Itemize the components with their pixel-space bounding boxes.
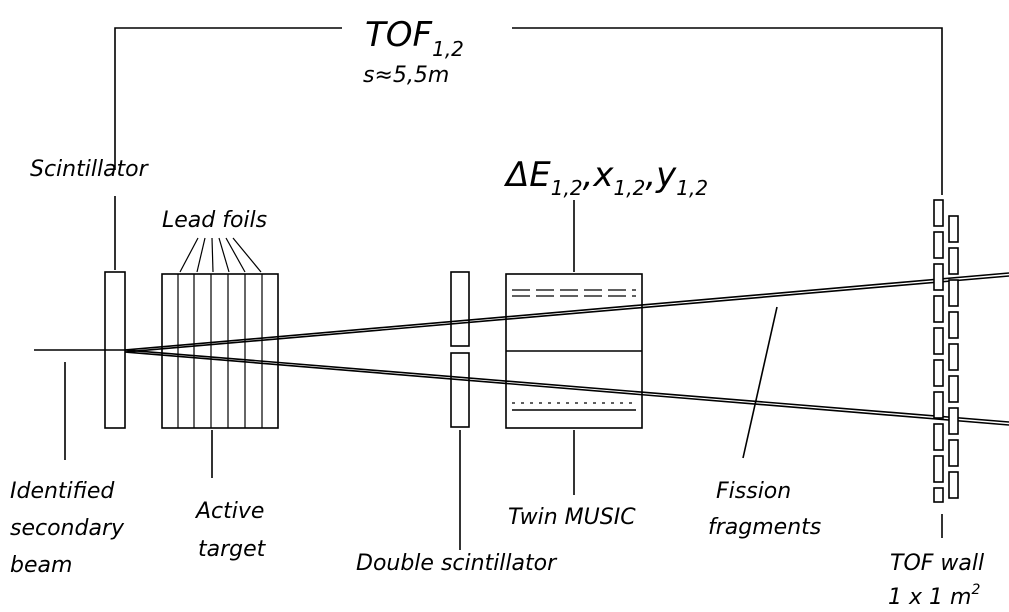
- tof-wall-label: TOF wall: [890, 551, 984, 576]
- beam-label: Identified secondary beam: [10, 479, 131, 578]
- tof-wall: [933, 199, 959, 503]
- fission-fragments-label: Fission fragments: [708, 479, 821, 540]
- active-target-label: Active target: [194, 499, 271, 562]
- fission-fragments-leader: [742, 306, 778, 459]
- double-scintillator-label: Double scintillator: [356, 551, 558, 576]
- scintillator-label: Scintillator: [30, 157, 150, 182]
- twin-music-label: Twin MUSIC: [508, 505, 636, 530]
- tof-wall-size-label: 1 x 1 m2: [888, 582, 980, 610]
- energy-loss-label: ΔE1,2,x1,2,y1,2: [503, 155, 708, 200]
- active-target: [161, 273, 279, 429]
- lead-foils-leaders: [179, 237, 262, 273]
- fission-fragment-trajectories: [124, 272, 1009, 426]
- tof-label: TOF1,2: [365, 15, 464, 61]
- twin-music-chamber: [505, 273, 643, 429]
- lead-foils-label: Lead foils: [162, 208, 267, 233]
- tof-bracket: [114, 27, 943, 195]
- double-scintillator: [450, 271, 470, 428]
- tof-distance-label: s≈5,5m: [363, 63, 449, 88]
